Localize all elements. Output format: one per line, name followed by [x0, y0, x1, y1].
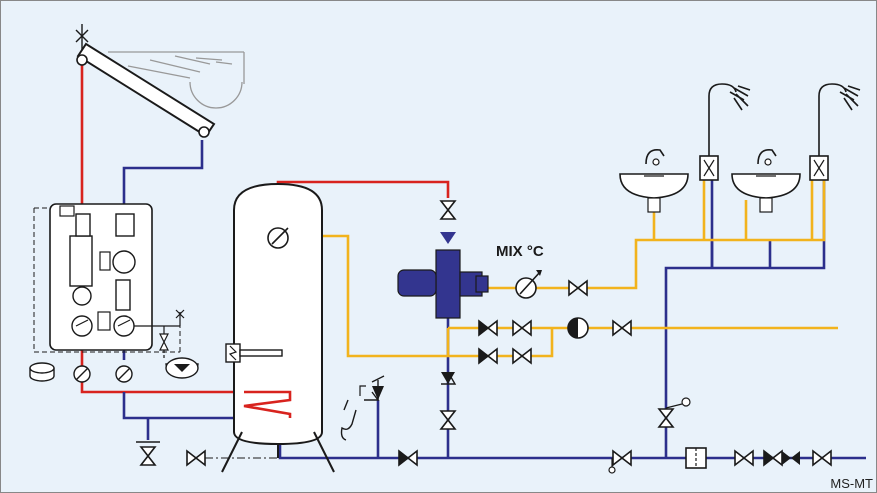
- circ-check-valve-icon: [478, 320, 498, 336]
- expansion-vessel-icon: [29, 362, 55, 382]
- mix-thermometer-icon: [515, 270, 542, 299]
- shower-head-icon: [708, 83, 861, 156]
- solar-collector-icon: [76, 42, 216, 138]
- drain-valve-icon: [140, 446, 156, 466]
- mixing-valve-icon: [397, 232, 489, 319]
- inlet-valve-a-icon: [734, 450, 754, 466]
- circ-gate-valve-2-icon: [612, 320, 632, 336]
- collector-tank-icon: [165, 357, 199, 379]
- check-valve-v-icon: [441, 371, 457, 385]
- mix-outlet-valve-icon: [568, 280, 588, 296]
- hot-shutoff-valve-icon: [440, 200, 456, 220]
- double-check-valve-icon: [763, 449, 800, 467]
- mix-temperature-label: MIX °C: [496, 243, 544, 260]
- safety-valve-small-icon: [159, 309, 185, 360]
- shower-mixer-icon: [699, 155, 829, 181]
- safety-valve-icon: [340, 375, 385, 441]
- washbasin-icon: [619, 148, 689, 213]
- drawing-code-label: MS-MT: [830, 476, 873, 491]
- pump-icon: [567, 317, 589, 339]
- storage-tank-icon: [221, 182, 335, 473]
- riser-valve-icon: [658, 397, 691, 428]
- solar-station-icon: [33, 203, 181, 353]
- inlet-valve-b-icon: [812, 450, 832, 466]
- sun-icon: [108, 51, 245, 109]
- filter-icon: [685, 447, 707, 469]
- cold-shutoff-valve-icon: [440, 410, 456, 430]
- circ-gate-valve-1-icon: [512, 320, 532, 336]
- bypass-gate-valve-icon: [512, 348, 532, 364]
- main-valve-icon: [608, 450, 632, 474]
- pressure-gauge-icon: [73, 365, 133, 383]
- electric-heater-icon: [225, 343, 283, 363]
- thermometer-icon: [267, 227, 289, 249]
- inlet-check-valve-icon: [398, 450, 418, 466]
- tank-drain-valve-icon: [186, 450, 206, 466]
- bypass-check-valve-icon: [478, 348, 498, 364]
- washbasin-icon: [731, 148, 801, 213]
